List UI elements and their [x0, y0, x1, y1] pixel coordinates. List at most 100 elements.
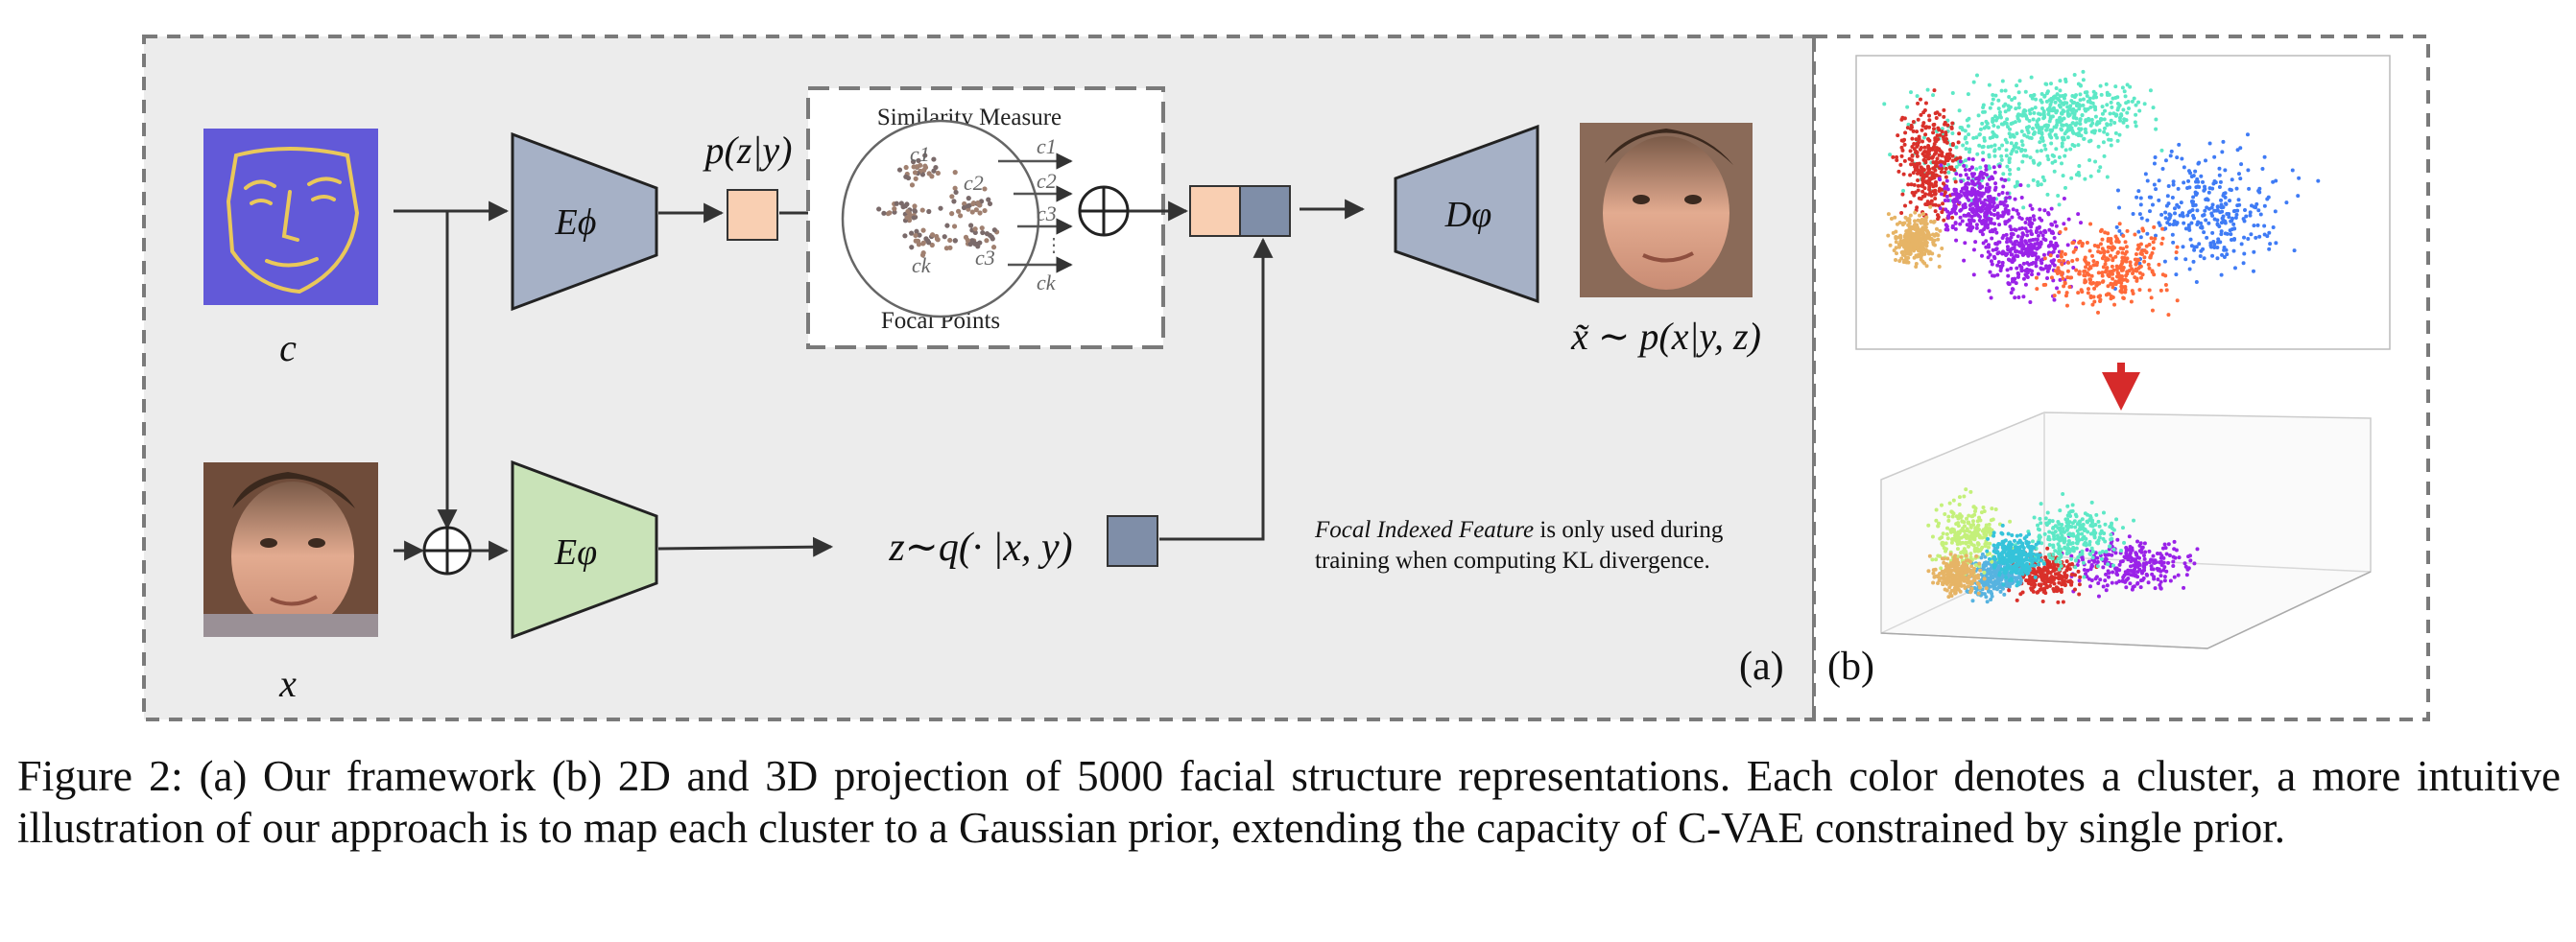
scatter-2d-point: [1974, 73, 1979, 78]
scatter-2d-point: [2115, 188, 2120, 193]
scatter-3d-point: [2014, 577, 2018, 581]
scatter-2d-point: [1902, 116, 1907, 121]
scatter-2d-point: [1902, 137, 1907, 142]
focal-point: [896, 167, 903, 173]
scatter-3d-point: [2097, 524, 2102, 529]
scatter-2d-point: [1907, 221, 1912, 225]
scatter-2d-point: [1900, 192, 1905, 197]
scatter-2d-point: [1971, 135, 1976, 140]
scatter-2d-point: [2172, 206, 2177, 211]
scatter-2d-point: [1961, 143, 1966, 148]
scatter-2d-point: [1976, 113, 1981, 118]
scatter-2d-point: [2089, 117, 2094, 122]
scatter-3d-point: [2101, 536, 2106, 541]
scatter-2d-point: [2039, 182, 2043, 187]
focal-point: [966, 196, 971, 201]
scatter-2d-point: [2008, 167, 2013, 172]
focal-point: [982, 186, 988, 192]
scatter-2d-point: [2013, 197, 2017, 201]
focal-point: [912, 207, 918, 213]
scatter-2d-point: [1905, 234, 1910, 239]
scatter-2d-point: [1914, 151, 1919, 155]
scatter-2d-point: [2133, 232, 2137, 237]
scatter-3d-point: [2033, 582, 2038, 587]
focal-point: [952, 170, 958, 176]
cluster-label-c2: c2: [964, 171, 984, 195]
scatter-2d-point: [2036, 271, 2040, 276]
scatter-2d-point: [1913, 223, 1918, 227]
focal-point: [926, 240, 932, 246]
scatter-2d-point: [2151, 106, 2156, 110]
scatter-3d-point: [1946, 595, 1951, 600]
scatter-2d-point: [2131, 271, 2135, 275]
scatter-2d-point: [2219, 272, 2224, 277]
scatter-3d-point: [2012, 557, 2016, 562]
scatter-2d-point: [2028, 155, 2033, 160]
scatter-3d-point: [2172, 539, 2177, 544]
scatter-2d-point: [2150, 250, 2155, 255]
scatter-2d-point: [2087, 248, 2092, 253]
scatter-3d-point: [2104, 549, 2109, 553]
scatter-3d-point: [2140, 545, 2145, 550]
scatter-3d-point: [1973, 563, 1978, 568]
scatter-2d-point: [2202, 256, 2206, 261]
scatter-3d-point: [1948, 530, 1953, 534]
scatter-2d-point: [2109, 241, 2113, 246]
scatter-3d-point: [1975, 541, 1980, 546]
scatter-2d-point: [2061, 123, 2065, 128]
scatter-2d-point: [2105, 175, 2110, 179]
focal-point: [904, 215, 910, 221]
scatter-2d-point: [2006, 104, 2011, 108]
scatter-3d-point: [1993, 581, 1998, 586]
scatter-2d-point: [1966, 180, 1970, 185]
scatter-2d-point: [2003, 177, 2008, 182]
scatter-2d-point: [1992, 143, 1997, 148]
scatter-3d-point: [1950, 514, 1955, 519]
scatter-2d-point: [2016, 146, 2021, 151]
scatter-2d-point: [1938, 186, 1943, 191]
scatter-2d-point: [1921, 121, 1926, 126]
scatter-2d-point: [2079, 127, 2084, 131]
scatter-3d-point: [1954, 539, 1959, 544]
scatter-2d-point: [2060, 135, 2064, 140]
scatter-2d-point: [1908, 149, 1913, 153]
scatter-2d-point: [1991, 116, 1995, 121]
scatter-2d-point: [1913, 210, 1918, 215]
scatter-3d-point: [1960, 519, 1965, 524]
scatter-2d-point: [2185, 213, 2190, 218]
scatter-2d-point: [2076, 212, 2081, 217]
scatter-2d-point: [1925, 87, 1930, 92]
scatter-2d-point: [2166, 184, 2171, 189]
scatter-2d-point: [2113, 84, 2118, 89]
scatter-3d-point: [1934, 507, 1939, 512]
scatter-3d-point: [2004, 570, 2009, 575]
scatter-2d-point: [1953, 221, 1958, 225]
scatter-2d-point: [1899, 256, 1904, 261]
scatter-2d-point: [2175, 298, 2180, 303]
scatter-3d-point: [2039, 582, 2043, 587]
scatter-2d-point: [1965, 195, 1969, 200]
scatter-3d-point: [2068, 514, 2073, 519]
scatter-2d-point: [1993, 181, 1998, 186]
scatter-2d-point: [2007, 131, 2012, 136]
scatter-3d-point: [2094, 512, 2099, 517]
focal-point: [933, 164, 939, 171]
scatter-2d-point: [2296, 194, 2301, 199]
scatter-2d-point: [2005, 245, 2010, 249]
scatter-2d-point: [1988, 197, 1992, 201]
scatter-2d-point: [1929, 193, 1934, 198]
focal-point: [914, 228, 919, 234]
scatter-2d-point: [1893, 215, 1897, 220]
scatter-2d-point: [2006, 282, 2011, 287]
scatter-2d-point: [2006, 208, 2011, 213]
scatter-3d-point: [2141, 553, 2146, 558]
scatter-2d-point: [2040, 233, 2045, 238]
scatter-3d-point: [2080, 552, 2085, 556]
scatter-3d-point: [1950, 561, 1955, 566]
scatter-2d-point: [2150, 269, 2155, 273]
scatter-2d-point: [1995, 211, 2000, 216]
scatter-2d-point: [2098, 242, 2103, 247]
scatter-2d-point: [2174, 256, 2179, 261]
scatter-2d-point: [2021, 276, 2026, 281]
scatter-3d-point: [2066, 532, 2071, 537]
